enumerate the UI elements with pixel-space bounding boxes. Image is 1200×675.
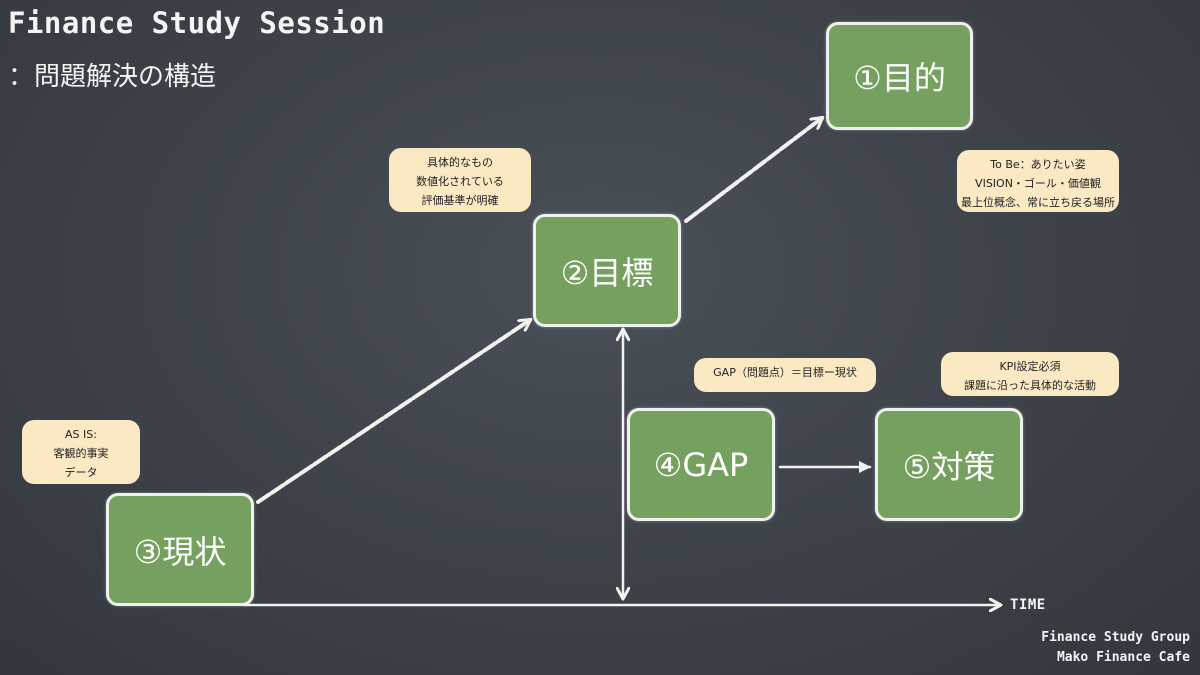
bubble-purpose-line-2: VISION・ゴール・価値観 bbox=[975, 177, 1101, 190]
bubble-current-line-3: データ bbox=[64, 466, 98, 479]
bubble-goal-line-1: 具体的なもの bbox=[427, 156, 493, 169]
bubble-goal: 具体的なもの 数値化されている 評価基準が明確 bbox=[389, 148, 531, 212]
box-measures: ⑤対策 bbox=[875, 408, 1023, 521]
page-title: Finance Study Session bbox=[8, 6, 386, 40]
bubble-current-line-2: 客観的事実 bbox=[53, 447, 109, 460]
bubble-purpose: To Be：ありたい姿 VISION・ゴール・価値観 最上位概念、常に立ち戻る場… bbox=[957, 150, 1119, 212]
page-subtitle: ：問題解決の構造 bbox=[8, 62, 217, 92]
bubble-measures-line-2: 課題に沿った具体的な活動 bbox=[964, 379, 1096, 392]
bubble-current-line-1: AS IS: bbox=[65, 428, 97, 441]
bubble-measures-line-1: KPI設定必須 bbox=[999, 360, 1061, 373]
box-current: ③現状 bbox=[106, 493, 254, 606]
bubble-current: AS IS: 客観的事実 データ bbox=[22, 420, 140, 484]
bubble-goal-line-3: 評価基準が明確 bbox=[421, 194, 499, 207]
box-purpose: ①目的 bbox=[826, 22, 973, 130]
footer-line-2: Mako Finance Cafe bbox=[1056, 650, 1190, 665]
box-gap: ④GAP bbox=[627, 408, 775, 521]
bubble-goal-line-2: 数値化されている bbox=[416, 175, 504, 188]
bubble-gap: GAP（問題点）＝目標ー現状 bbox=[694, 358, 876, 392]
box-goal: ②目標 bbox=[533, 214, 681, 327]
time-axis-label: TIME bbox=[1010, 597, 1046, 613]
footer-line-1: Finance Study Group bbox=[1041, 630, 1190, 645]
bubble-measures: KPI設定必須 課題に沿った具体的な活動 bbox=[941, 352, 1119, 396]
bubble-gap-line-1: GAP（問題点）＝目標ー現状 bbox=[713, 366, 857, 379]
footer-credits: Finance Study Group Mako Finance Cafe bbox=[1041, 628, 1190, 668]
bubble-purpose-line-3: 最上位概念、常に立ち戻る場所 bbox=[961, 196, 1115, 209]
arrow-current-to-goal bbox=[256, 320, 530, 504]
arrow-goal-to-purpose bbox=[684, 118, 822, 223]
bubble-purpose-line-1: To Be：ありたい姿 bbox=[990, 158, 1086, 171]
